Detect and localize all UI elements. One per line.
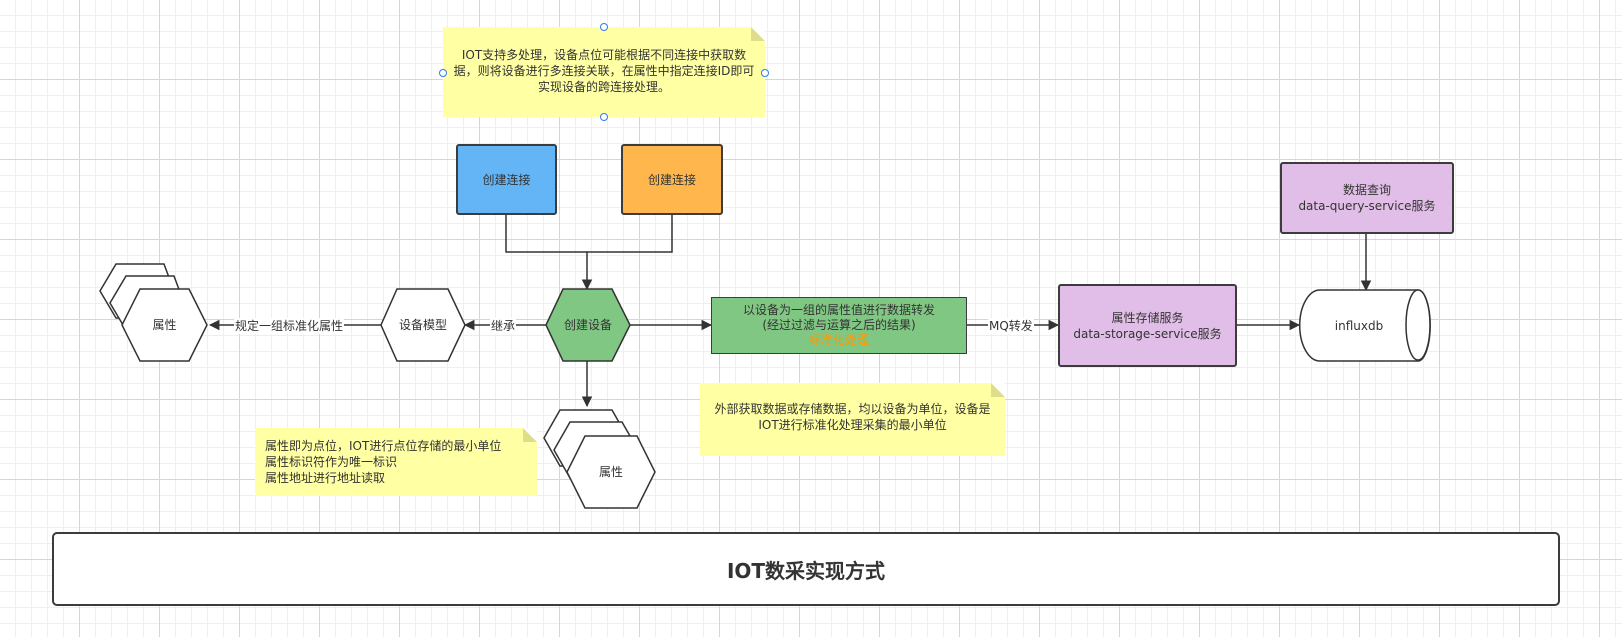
note-property-line3: 属性地址进行地址读取 bbox=[265, 471, 386, 485]
note-property-line1: 属性即为点位，IOT进行点位存储的最小单位 bbox=[265, 439, 502, 453]
data-forward-box[interactable]: 以设备为一组的属性值进行数据转发 (经过过滤与运算之后的结果) 标准化处理 bbox=[711, 297, 967, 354]
storage-service-name: data-storage-service服务 bbox=[1073, 326, 1222, 341]
data-forward-line1: 以设备为一组的属性值进行数据转发 bbox=[742, 303, 935, 317]
edge-connection-blue-to-device[interactable] bbox=[505, 214, 587, 253]
property-stack-left[interactable] bbox=[99, 263, 208, 362]
storage-service-box[interactable]: 属性存储服务 data-storage-service服务 bbox=[1058, 284, 1237, 367]
property-stack-bottom[interactable] bbox=[543, 409, 656, 509]
property-bottom-label: 属性 bbox=[598, 465, 623, 479]
create-connection-orange-label: 创建连接 bbox=[647, 172, 696, 187]
data-forward-line2: (经过过滤与运算之后的结果) bbox=[762, 318, 916, 332]
edge-label-mq-forward: MQ转发 bbox=[988, 318, 1034, 334]
note-property[interactable]: 属性即为点位，IOT进行点位存储的最小单位 属性标识符作为唯一标识 属性地址进行… bbox=[255, 428, 537, 496]
note-multi-connection-text: IOT支持多处理，设备点位可能根据不同连接中获取数据，则将设备进行多连接关联，在… bbox=[453, 48, 755, 94]
device-model-node[interactable] bbox=[380, 288, 466, 362]
selection-handle-bottom[interactable] bbox=[600, 113, 608, 121]
query-service-name: data-query-service服务 bbox=[1298, 199, 1436, 213]
create-connection-orange[interactable]: 创建连接 bbox=[621, 144, 723, 215]
selection-handle-top[interactable] bbox=[600, 23, 608, 31]
note-fold bbox=[523, 428, 537, 442]
diagram-title: IOT数采实现方式 bbox=[726, 558, 886, 583]
query-service-box[interactable]: 数据查询 data-query-service服务 bbox=[1280, 162, 1454, 234]
selection-handle-left[interactable] bbox=[439, 69, 447, 77]
edge-label-define-props: 规定一组标准化属性 bbox=[234, 318, 345, 334]
query-service-title: 数据查询 bbox=[1342, 183, 1391, 197]
create-connection-blue-label: 创建连接 bbox=[482, 172, 531, 187]
create-device-label: 创建设备 bbox=[563, 318, 612, 332]
storage-service-title: 属性存储服务 bbox=[1111, 310, 1184, 325]
create-device-node[interactable] bbox=[545, 288, 631, 362]
influxdb-label: influxdb bbox=[1334, 319, 1384, 333]
influxdb-cylinder[interactable] bbox=[1299, 289, 1431, 362]
property-left-label: 属性 bbox=[152, 318, 177, 332]
note-property-line2: 属性标识符作为唯一标识 bbox=[265, 455, 398, 469]
selection-handle-right[interactable] bbox=[761, 69, 769, 77]
note-device-unit[interactable]: 外部获取数据或存储数据，均以设备为单位，设备是IOT进行标准化处理采集的最小单位 bbox=[700, 383, 1005, 456]
edge-connection-orange-to-device[interactable] bbox=[581, 214, 673, 291]
note-device-unit-text: 外部获取数据或存储数据，均以设备为单位，设备是IOT进行标准化处理采集的最小单位 bbox=[714, 402, 991, 432]
note-fold bbox=[751, 27, 765, 41]
edge-label-inherit: 继承 bbox=[490, 318, 517, 334]
note-fold bbox=[991, 383, 1005, 397]
device-model-label: 设备模型 bbox=[398, 318, 447, 332]
create-connection-blue[interactable]: 创建连接 bbox=[456, 144, 557, 215]
title-banner[interactable]: IOT数采实现方式 bbox=[52, 532, 1560, 606]
data-forward-highlight: 标准化处理 bbox=[808, 333, 869, 347]
note-multi-connection[interactable]: IOT支持多处理，设备点位可能根据不同连接中获取数据，则将设备进行多连接关联，在… bbox=[443, 27, 765, 117]
